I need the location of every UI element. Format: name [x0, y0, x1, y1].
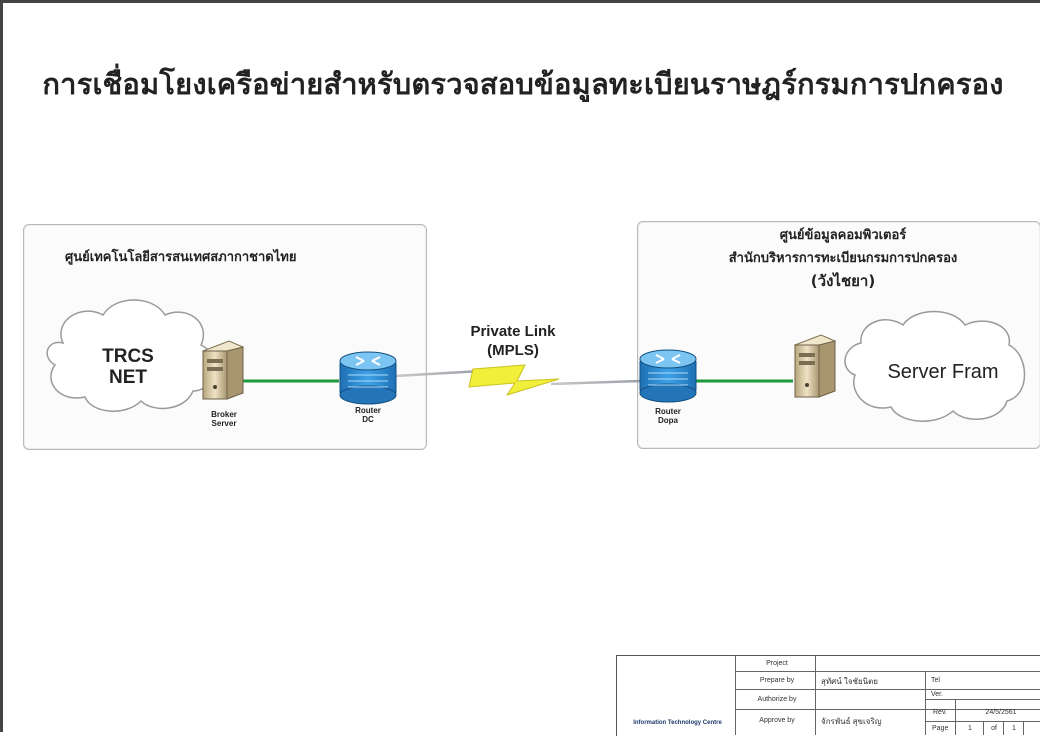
router-dc-label-line2: DC [362, 415, 374, 424]
title-block-divider [815, 655, 816, 735]
private-link-lightning-icon [468, 364, 560, 396]
private-link-label-line1: Private Link [470, 323, 556, 340]
router-dc-label-line1: Router [355, 406, 381, 415]
title-block-divider [925, 721, 1040, 722]
right-site-label-line3: (วังไชยา) [810, 272, 876, 290]
router-dc-label: Router DC [343, 406, 393, 424]
page-total: 1 [1012, 725, 1016, 732]
server-fram-cloud [844, 310, 1026, 422]
approve-by-label: Approve by [759, 717, 795, 724]
title-block-divider [983, 721, 984, 735]
router-dopa-label-line2: Dopa [658, 416, 678, 425]
title-block-divider [1023, 721, 1024, 735]
tel-label: Tel [931, 677, 940, 684]
approve-by-value: จักรพันธ์ สุขเจริญ [821, 717, 882, 726]
rev-value: 24/5/2561 [985, 709, 1017, 716]
title-block-divider [735, 671, 1040, 672]
private-link-label: Private Link (MPLS) [453, 322, 573, 360]
router-dopa-icon [639, 349, 697, 403]
private-link-label-line2: (MPLS) [487, 342, 539, 359]
title-block-divider [925, 699, 1040, 700]
title-block [616, 655, 1040, 736]
right-site-label: ศูนย์ข้อมูลคอมพิวเตอร์ สำนักบริหารการทะเ… [663, 224, 1023, 293]
trcs-net-cloud [46, 299, 216, 412]
ver-label: Ver. [931, 691, 944, 698]
prepare-by-label: Prepare by [759, 677, 795, 684]
of-label: of [991, 725, 997, 732]
router-dopa-label-line1: Router [655, 407, 681, 416]
broker-server-label-line1: Broker [211, 410, 237, 419]
trcs-net-label-line2: NET [109, 367, 147, 388]
rev-label: Rev. [933, 709, 947, 716]
page-title: การเชื่อมโยงเครือข่ายสำหรับตรวจสอบข้อมูล… [42, 67, 1004, 101]
title-block-divider [735, 689, 1040, 690]
right-site-label-line1: ศูนย์ข้อมูลคอมพิวเตอร์ [779, 228, 907, 243]
broker-server-icon [201, 340, 245, 400]
title-block-divider [1003, 721, 1004, 735]
router-dopa-label: Router Dopa [643, 407, 693, 425]
prepare-by-value: สุทัศน์ ใจชัยนิตย [821, 677, 878, 686]
title-block-divider [735, 709, 1040, 710]
title-block-divider [735, 655, 736, 735]
server-fram-server-icon [793, 334, 837, 398]
right-site-label-line2: สำนักบริหารการทะเบียนกรมการปกครอง [728, 251, 958, 266]
page-label: Page [932, 725, 949, 732]
page-number: 1 [968, 725, 972, 732]
project-label: Project [766, 660, 788, 667]
title-block-divider [955, 699, 956, 735]
trcs-net-label: TRCS NET [83, 346, 173, 388]
broker-server-label-line2: Server [211, 419, 237, 428]
title-block-divider [925, 671, 926, 735]
wan-line-left [394, 369, 482, 378]
trcs-net-label-line1: TRCS [102, 346, 154, 367]
broker-server-label: Broker Server [199, 410, 249, 428]
logo-caption: Information Technology Centre [633, 720, 722, 726]
authorize-by-label: Authorize by [757, 696, 797, 703]
server-fram-label: Server Fram [887, 361, 999, 383]
left-site-label: ศูนย์เทคโนโลยีสารสนเทศสภากาชาดไทย [65, 250, 297, 265]
wan-line-right [550, 379, 642, 386]
router-dc-icon [339, 351, 397, 405]
network-diagram [46, 299, 1026, 717]
